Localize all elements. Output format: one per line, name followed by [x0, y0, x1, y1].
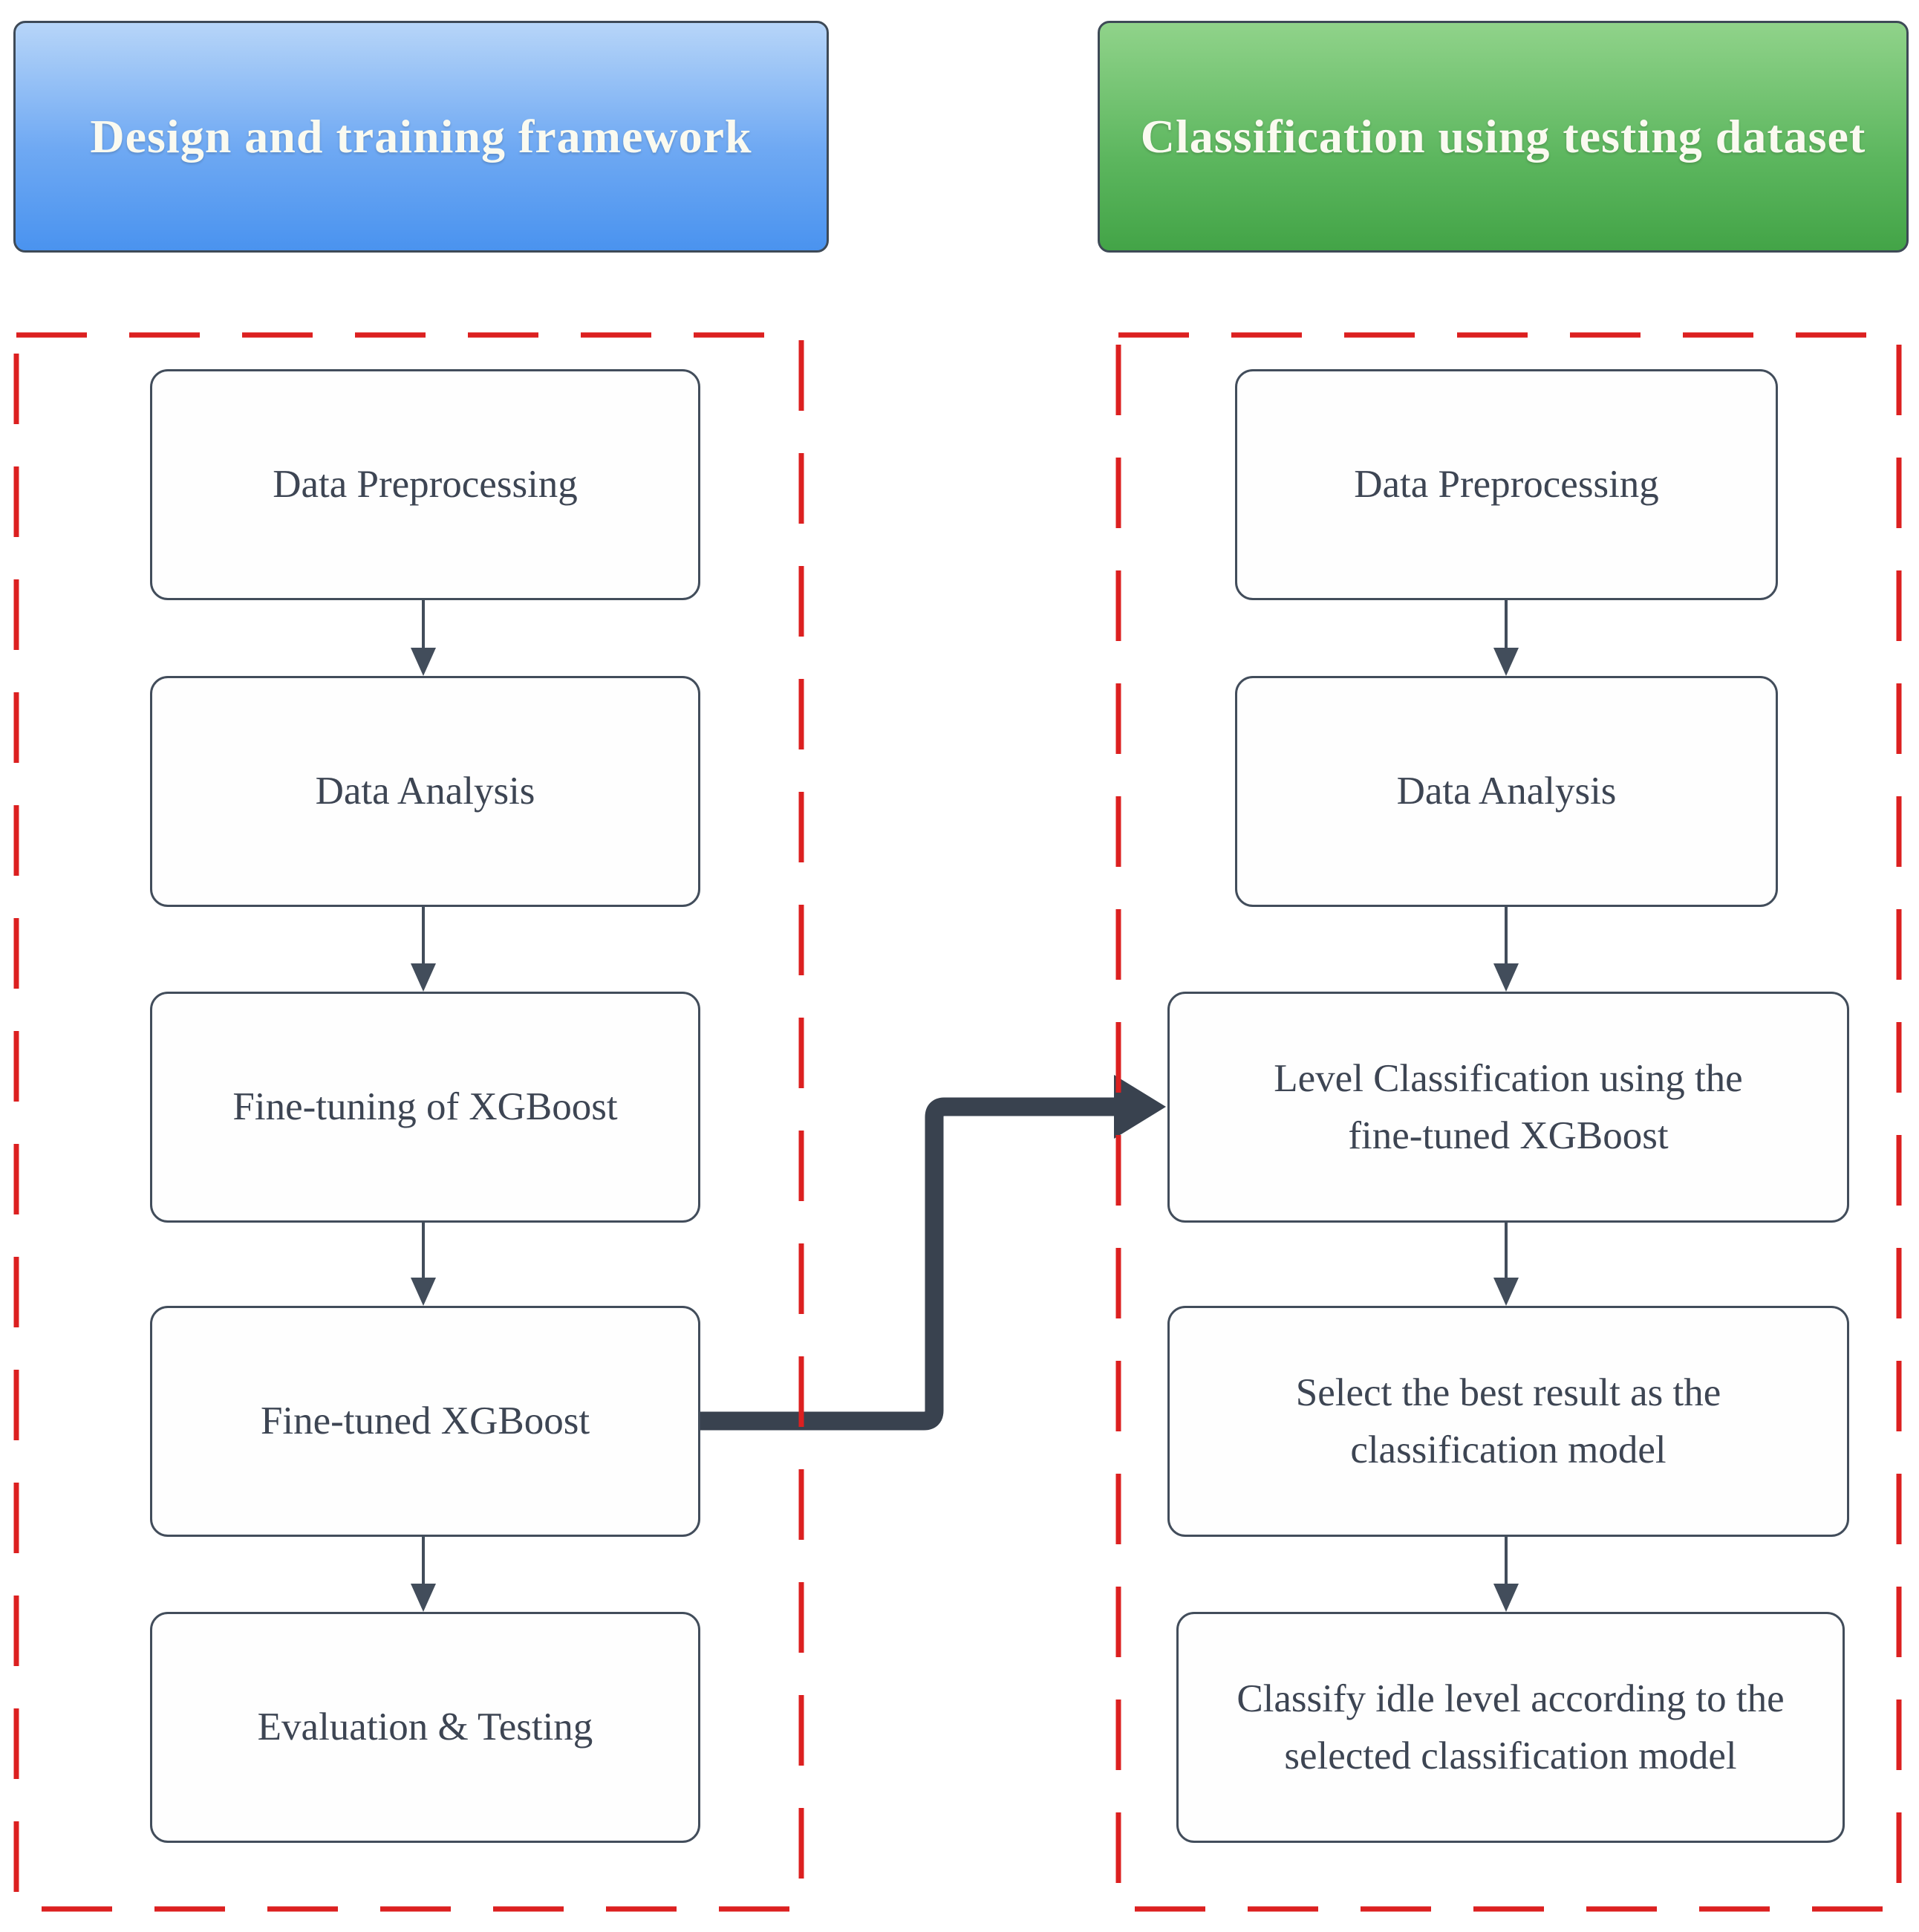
node-fine-tuning-of-xgboost: Fine-tuning of XGBoost [150, 992, 700, 1223]
down-arrow-left-2 [411, 907, 436, 992]
down-arrow-left-3 [411, 1223, 436, 1306]
down-arrow-right-1 [1493, 600, 1519, 676]
node-level-classification: Level Classification using the fine-tune… [1167, 992, 1849, 1223]
node-evaluation-testing: Evaluation & Testing [150, 1612, 700, 1843]
down-arrow-right-4 [1493, 1537, 1519, 1612]
node-fine-tuned-xgboost: Fine-tuned XGBoost [150, 1306, 700, 1537]
node-classify-idle-level: Classify idle level according to the sel… [1176, 1612, 1845, 1843]
model-transfer-connector-arrow [698, 1075, 1166, 1431]
down-arrow-left-1 [411, 600, 436, 676]
node-test-data-analysis: Data Analysis [1235, 676, 1778, 907]
testing-section-dashed-border [1115, 332, 1902, 1912]
header-design-training-framework: Design and training framework [13, 21, 829, 253]
down-arrow-right-3 [1493, 1223, 1519, 1306]
header-classification-testing-dataset: Classification using testing dataset [1098, 21, 1909, 253]
node-train-data-analysis: Data Analysis [150, 676, 700, 907]
down-arrow-right-2 [1493, 907, 1519, 992]
training-section-dashed-border [13, 332, 804, 1912]
node-select-best-result: Select the best result as the classifica… [1167, 1306, 1849, 1537]
node-train-data-preprocessing: Data Preprocessing [150, 369, 700, 600]
down-arrow-left-4 [411, 1537, 436, 1612]
node-test-data-preprocessing: Data Preprocessing [1235, 369, 1778, 600]
